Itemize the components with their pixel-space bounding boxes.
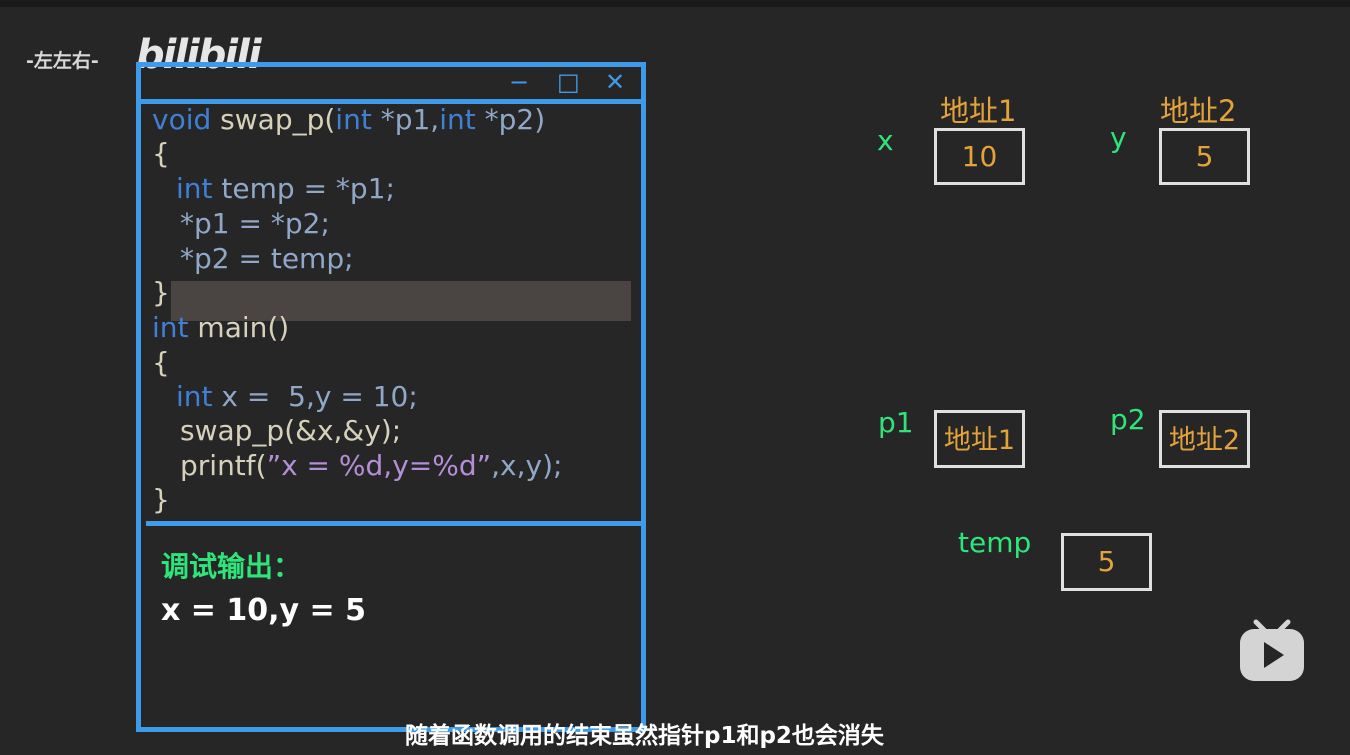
var-p2-label: p2 bbox=[1110, 403, 1146, 436]
close-icon[interactable]: ✕ bbox=[605, 68, 626, 96]
code-line: int main() bbox=[152, 311, 290, 344]
debug-output-title: 调试输出： bbox=[161, 550, 302, 583]
bilibili-logo: bilibili bbox=[136, 32, 262, 78]
var-x-address: 地址1 bbox=[940, 94, 1017, 128]
play-icon[interactable] bbox=[1238, 618, 1306, 684]
subtitle: 随着函数调用的结束虽然指针p1和p2也会消失 bbox=[405, 723, 884, 749]
debug-output-value: x = 10,y = 5 bbox=[161, 593, 366, 628]
code-line: *p1 = *p2; bbox=[180, 207, 330, 240]
top-edge bbox=[0, 0, 1350, 7]
code-line: void swap_p(int *p1,int *p2) bbox=[152, 103, 546, 136]
ide-window: − □ ✕ void swap_p(int *p1,int *p2) { int… bbox=[136, 62, 646, 732]
code-line: swap_p(&x,&y); bbox=[180, 414, 402, 447]
channel-name: -左左右- bbox=[26, 50, 99, 72]
var-y-address: 地址2 bbox=[1160, 94, 1237, 128]
var-temp-box: 5 bbox=[1061, 533, 1152, 591]
minimize-icon[interactable]: − bbox=[509, 68, 530, 96]
var-p1-label: p1 bbox=[878, 406, 914, 439]
var-x-label: x bbox=[877, 124, 894, 157]
code-line-highlighted: *p2 = temp; bbox=[180, 242, 354, 275]
maximize-icon[interactable]: □ bbox=[557, 68, 580, 96]
var-p1-box: 地址1 bbox=[934, 410, 1025, 468]
code-line: int temp = *p1; bbox=[176, 172, 395, 205]
code-line: { bbox=[152, 137, 170, 170]
var-y-box: 5 bbox=[1159, 128, 1250, 185]
var-y-label: y bbox=[1110, 121, 1127, 154]
code-line: } bbox=[152, 483, 170, 516]
code-line: } bbox=[152, 276, 170, 309]
var-x-box: 10 bbox=[934, 128, 1025, 185]
var-temp-label: temp bbox=[958, 526, 1032, 559]
current-line-highlight bbox=[171, 281, 631, 321]
ide-titlebar: − □ ✕ bbox=[141, 67, 641, 104]
code-line: int x = 5,y = 10; bbox=[176, 380, 418, 413]
var-p2-box: 地址2 bbox=[1159, 410, 1250, 468]
code-line: printf(”x = %d,y=%d”,x,y); bbox=[180, 449, 563, 482]
code-line: { bbox=[152, 346, 170, 379]
code-editor: void swap_p(int *p1,int *p2) { int temp … bbox=[146, 103, 641, 526]
